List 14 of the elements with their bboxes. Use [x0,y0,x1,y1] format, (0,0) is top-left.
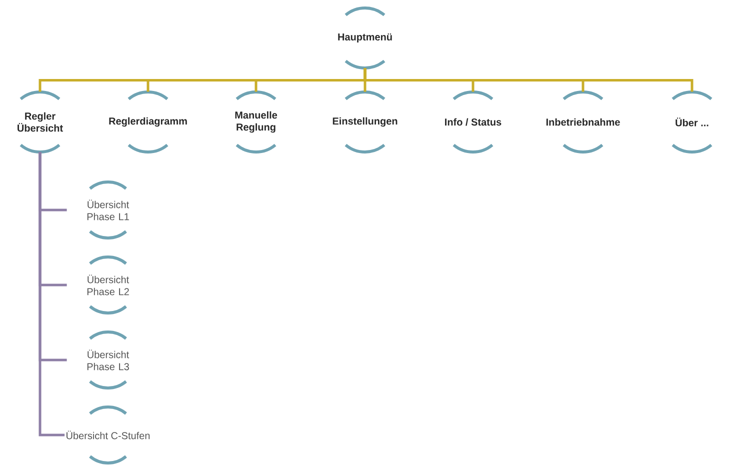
menu-item: Einstellungen [332,90,398,154]
connector-line [364,68,694,92]
menu-item: Hauptmenü [338,6,392,70]
submenu-item: Übersicht Phase L3 [87,330,130,390]
submenu-item: Übersicht Phase L2 [87,256,130,314]
menu-item: Reglerdiagramm [109,90,187,154]
submenu-item: Übersicht C-Stufen [66,406,150,464]
menu-item: Inbetriebnahme [546,90,620,154]
submenu-item: Übersicht Phase L1 [87,180,130,240]
menu-item: Über ... [672,90,712,154]
menu-item: Info / Status [445,90,502,154]
connector-line [38,152,65,436]
menu-item: Manuelle Reglung [235,90,278,154]
menu-item: Regler Übersicht [18,90,63,154]
